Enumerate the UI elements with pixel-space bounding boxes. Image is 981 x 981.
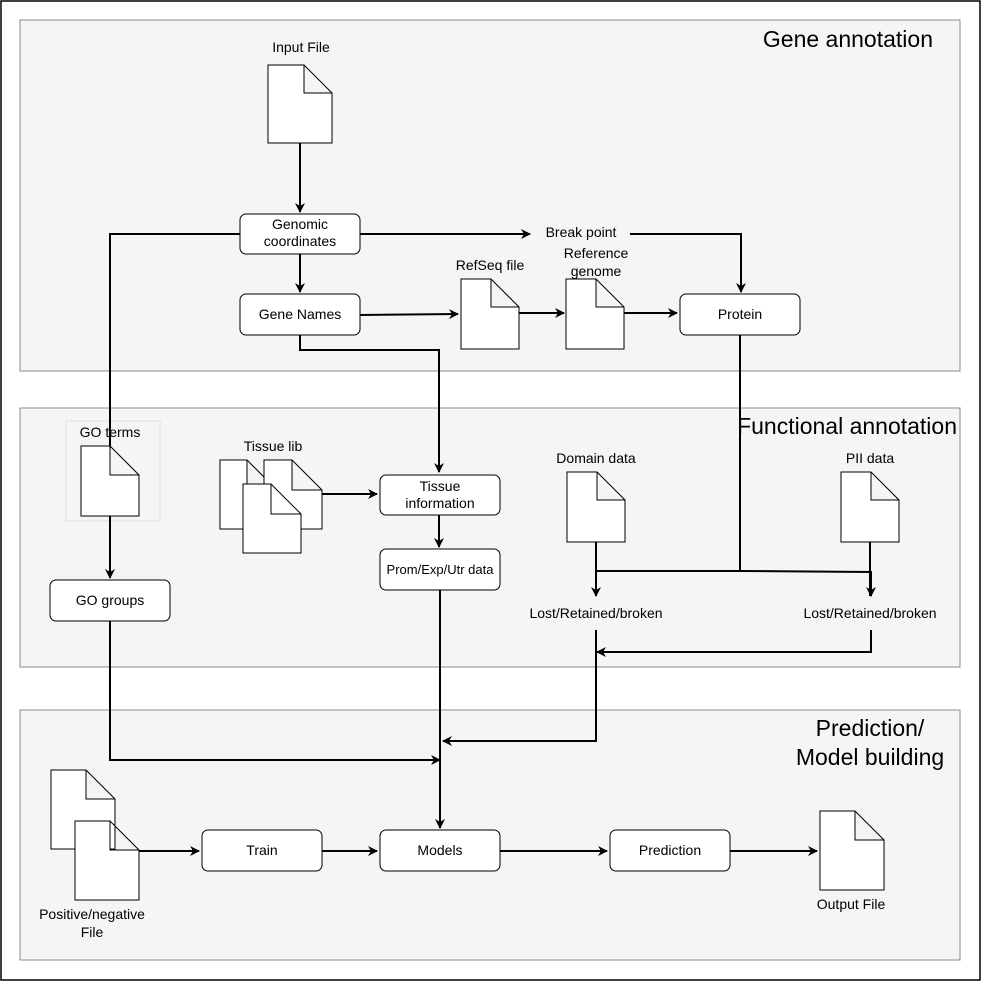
models-node[interactable]: Models <box>379 829 501 872</box>
reference-label-line1: Reference <box>564 245 629 261</box>
functional-annotation-panel <box>19 407 961 668</box>
gene-annotation-title: Gene annotation <box>763 26 933 52</box>
gene-names-node[interactable]: Gene Names <box>239 293 361 336</box>
go-groups-label: GO groups <box>76 592 144 608</box>
pii-data-icon <box>840 471 900 543</box>
output-file-icon <box>819 810 885 891</box>
reference-label-line2: genome <box>571 263 622 279</box>
prom-exp-utr-node[interactable]: Prom/Exp/Utr data <box>379 548 501 591</box>
domain-data-label: Domain data <box>556 450 636 466</box>
tissue-information-node[interactable]: Tissue information <box>379 474 501 516</box>
edge-gene-names-to-tissue <box>299 335 444 473</box>
tissue-lib-icon <box>219 459 323 554</box>
lost-retained-broken-2: Lost/Retained/broken <box>803 605 936 621</box>
edge-gene-names-to-refseq <box>359 309 459 320</box>
break-point-label: Break point <box>546 224 617 240</box>
go-terms-label: GO terms <box>80 424 141 440</box>
go-terms-container <box>65 420 161 522</box>
positive-negative-file-icon <box>50 769 140 901</box>
reference-genome-icon <box>565 278 625 350</box>
refseq-file-label: RefSeq file <box>456 257 525 273</box>
prediction-title-line1: Prediction/ <box>816 715 925 741</box>
protein-node[interactable]: Protein <box>679 293 801 336</box>
gene-names-label: Gene Names <box>259 306 341 322</box>
input-file-label: Input File <box>272 39 330 55</box>
prediction-title-line2: Model building <box>796 744 944 770</box>
input-file-icon <box>267 64 333 144</box>
pii-data-label: PII data <box>846 450 894 466</box>
output-file-label: Output File <box>817 896 886 912</box>
genomic-line1: Genomic <box>272 216 328 232</box>
models-label: Models <box>417 842 462 858</box>
edge-lost1-to-models <box>442 630 597 746</box>
edge-break-point-to-protein <box>630 233 746 293</box>
prediction-node[interactable]: Prediction <box>609 829 731 872</box>
protein-label: Protein <box>718 306 762 322</box>
prediction-label: Prediction <box>639 842 701 858</box>
go-groups-node[interactable]: GO groups <box>49 579 171 622</box>
genomic-coordinates-node[interactable]: Genomic coordinates <box>239 213 361 255</box>
lost-retained-broken-1: Lost/Retained/broken <box>529 605 662 621</box>
posneg-label-line1: Positive/negative <box>39 906 145 922</box>
train-node[interactable]: Train <box>201 829 323 872</box>
edge-genomic-to-go-terms <box>109 233 240 448</box>
domain-data-icon <box>566 471 626 543</box>
tissue-line2: information <box>405 495 474 511</box>
tissue-line1: Tissue <box>420 478 461 494</box>
train-label: Train <box>246 842 277 858</box>
tissue-lib-label: Tissue lib <box>244 438 303 454</box>
refseq-file-icon <box>460 278 520 350</box>
go-terms-file-icon <box>80 445 140 517</box>
prom-exp-utr-label: Prom/Exp/Utr data <box>387 562 495 577</box>
edge-go-groups-to-models <box>109 621 441 765</box>
edge-lost2-to-lost1 <box>596 630 872 657</box>
genomic-line2: coordinates <box>264 233 336 249</box>
functional-annotation-title: Functional annotation <box>737 413 957 439</box>
posneg-label-line2: File <box>81 924 104 940</box>
